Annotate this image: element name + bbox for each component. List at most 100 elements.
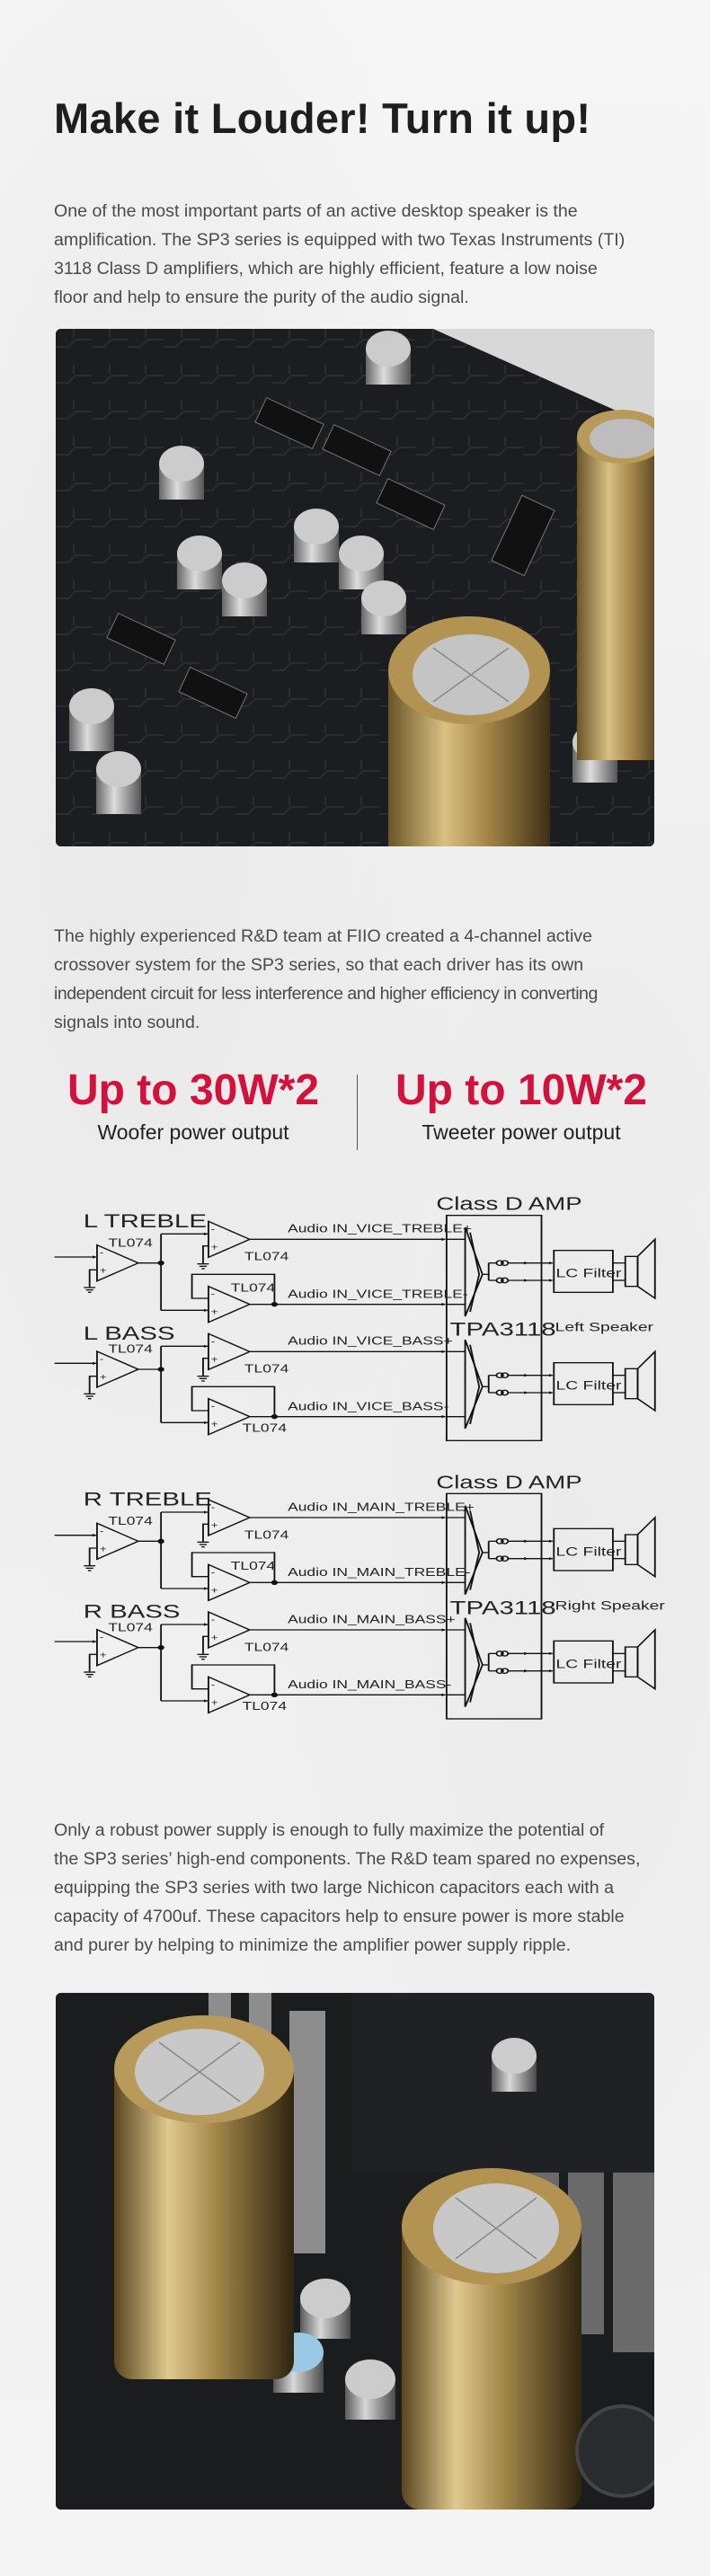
opamp-label: TL074 xyxy=(244,1251,289,1263)
channel-label: R BASS xyxy=(84,1601,181,1622)
lc-filter-box xyxy=(553,1527,614,1571)
opamp-plus-sign: + xyxy=(211,1520,218,1531)
wire xyxy=(202,1635,209,1654)
opamp-label: TL074 xyxy=(243,1700,288,1713)
amplifier-stage-symbol xyxy=(469,1344,481,1425)
amplifier-stage-symbol xyxy=(469,1232,481,1313)
opamp-plus-sign: + xyxy=(100,1651,107,1661)
text-line: crossover system for the SP3 series, so … xyxy=(54,955,584,975)
text-line: capacity of 4700uf. These capacitors hel… xyxy=(54,1907,625,1926)
opamp-plus-sign: + xyxy=(211,1354,218,1365)
lc-filter-box xyxy=(553,1362,614,1405)
signal-label: Audio IN_MAIN_BASS+ xyxy=(288,1614,456,1626)
text-line: the SP3 series’ high-end components. The… xyxy=(54,1849,641,1869)
opamp-label: TL074 xyxy=(108,1237,153,1250)
channel-label: L TREBLE xyxy=(84,1211,207,1232)
intro-paragraph: One of the most important parts of an ac… xyxy=(54,197,674,312)
amplifier-chip-label: TPA3118 xyxy=(450,1319,556,1340)
opamp-symbol xyxy=(208,1285,252,1323)
inductor-coil xyxy=(495,1651,504,1657)
opamp-label: TL074 xyxy=(108,1622,153,1634)
amplifier-chip-label: TPA3118 xyxy=(450,1598,556,1618)
opamp-label: TL074 xyxy=(108,1343,153,1356)
inductor-coil xyxy=(495,1668,504,1674)
inductor-coil xyxy=(495,1389,504,1396)
opamp-minus-sign: - xyxy=(211,1567,216,1578)
text-line: floor and help to ensure the purity of t… xyxy=(54,288,469,307)
opamp-label: TL074 xyxy=(244,1363,289,1376)
pcb-image xyxy=(56,329,654,846)
text-line: Only a robust power supply is enough to … xyxy=(54,1820,605,1840)
opamp-label: TL074 xyxy=(108,1515,153,1527)
amplifier-pcb-photo xyxy=(56,329,654,846)
opamp-symbol xyxy=(208,1220,252,1259)
amplifier-stage-symbol xyxy=(469,1623,481,1703)
opamp-symbol xyxy=(208,1397,252,1436)
crossover-paragraph: The highly experienced R&D team at FIIO … xyxy=(54,922,674,1037)
opamp-minus-sign: - xyxy=(100,1526,104,1536)
wire xyxy=(202,1523,209,1542)
amplifier-stage-symbol xyxy=(469,1510,481,1590)
signal-label: Audio IN_MAIN_TREBLE+ xyxy=(288,1501,475,1514)
signal-label: Audio IN_VICE_BASS- xyxy=(288,1401,448,1413)
feedback-wire xyxy=(191,1664,276,1695)
wire xyxy=(202,1358,209,1376)
opamp-symbol xyxy=(208,1610,252,1650)
opamp-minus-sign: - xyxy=(100,1354,104,1365)
class-d-amp-title: Class D AMP xyxy=(436,1194,581,1214)
lc-filter-label: LC Filter xyxy=(556,1657,622,1671)
opamp-symbol xyxy=(96,1522,140,1561)
speaker-icon xyxy=(624,1255,639,1288)
text-line: signals into sound. xyxy=(54,1013,200,1032)
opamp-minus-sign: - xyxy=(211,1336,216,1347)
opamp-plus-sign: + xyxy=(100,1544,107,1554)
power-supply-paragraph: Only a robust power supply is enough to … xyxy=(54,1816,674,1960)
opamp-label: TL074 xyxy=(243,1422,288,1435)
wire xyxy=(88,1653,97,1672)
class-d-amp-title: Class D AMP xyxy=(436,1473,581,1492)
opamp-symbol xyxy=(208,1498,252,1537)
inductor-coil xyxy=(495,1277,504,1284)
speaker-side-label: Left Speaker xyxy=(555,1320,654,1334)
speaker-icon xyxy=(624,1534,639,1565)
text-line: equipping the SP3 series with two large … xyxy=(54,1878,614,1898)
opamp-label: TL074 xyxy=(244,1642,289,1654)
opamp-plus-sign: + xyxy=(211,1420,218,1430)
text-line: One of the most important parts of an ac… xyxy=(54,201,578,221)
speaker-side-label: Right Speaker xyxy=(555,1598,666,1613)
amplifier-box xyxy=(445,1492,543,1720)
opamp-minus-sign: - xyxy=(100,1248,104,1259)
channel-label: L BASS xyxy=(84,1323,175,1344)
opamp-plus-sign: + xyxy=(211,1242,218,1253)
opamp-minus-sign: - xyxy=(211,1224,216,1235)
opamp-symbol xyxy=(96,1350,140,1389)
opamp-symbol xyxy=(96,1244,140,1282)
inductor-coil xyxy=(495,1538,504,1545)
page-title: Make it Louder! Turn it up! xyxy=(54,94,591,142)
inductor-coil xyxy=(495,1372,504,1378)
text-line: amplification. The SP3 series is equippe… xyxy=(54,230,626,250)
opamp-plus-sign: + xyxy=(211,1633,218,1643)
opamp-label: TL074 xyxy=(231,1560,276,1572)
speaker-cone-icon xyxy=(636,1627,656,1691)
opamp-plus-sign: + xyxy=(211,1585,218,1596)
speaker-icon xyxy=(624,1368,639,1400)
opamp-minus-sign: - xyxy=(211,1289,216,1300)
text-line: independent circuit for less interferenc… xyxy=(54,984,598,1004)
opamp-minus-sign: - xyxy=(211,1615,216,1625)
woofer-power-value: Up to 30W*2 xyxy=(67,1067,320,1114)
inductor-coil xyxy=(495,1260,504,1266)
signal-label: Audio IN_MAIN_TREBLE- xyxy=(288,1566,470,1579)
text-line: The highly experienced R&D team at FIIO … xyxy=(54,926,593,946)
amplifier-box xyxy=(445,1215,543,1441)
opamp-plus-sign: + xyxy=(100,1266,107,1277)
opamp-minus-sign: - xyxy=(211,1402,216,1412)
speaker-icon xyxy=(624,1646,639,1677)
tweeter-power-label: Tweeter power output xyxy=(422,1120,621,1144)
lc-filter-box xyxy=(553,1250,614,1293)
lc-filter-label: LC Filter xyxy=(556,1545,622,1559)
opamp-symbol xyxy=(96,1628,140,1667)
woofer-power-label: Woofer power output xyxy=(97,1120,289,1144)
